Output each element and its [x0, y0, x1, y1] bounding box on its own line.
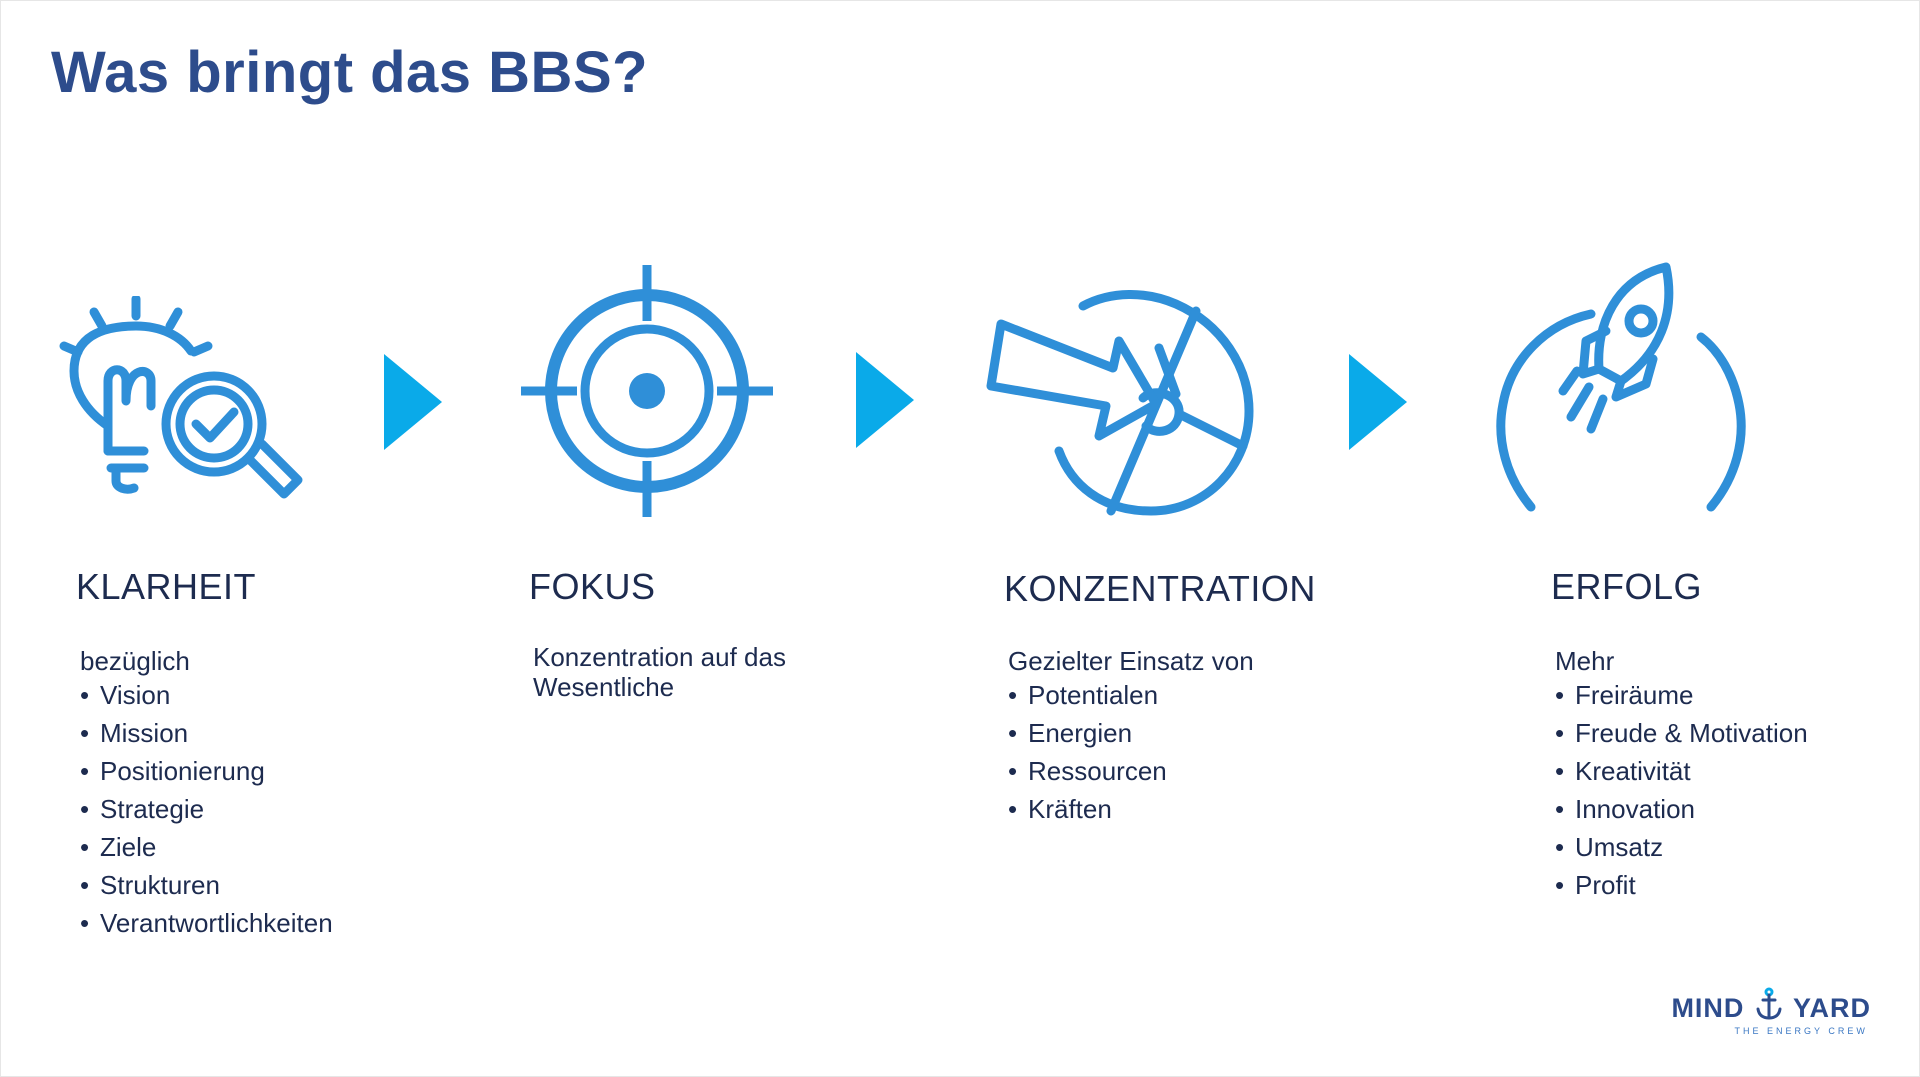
column-intro: Gezielter Einsatz von [1008, 646, 1254, 676]
step-arrow-1 [384, 354, 442, 450]
bullet: • [1555, 756, 1565, 786]
list-item: •Mission [80, 714, 333, 752]
mind-yard-logo: MIND YARD THE ENERGY CREW [1671, 987, 1871, 1036]
list-item: •Strukturen [80, 866, 333, 904]
column-list: •Freiräume •Freude & Motivation •Kreativ… [1551, 676, 1808, 904]
bullet: • [1555, 870, 1565, 900]
logo-right-word: YARD [1792, 993, 1871, 1023]
list-item: •Ziele [80, 828, 333, 866]
column-list: •Potentialen •Energien •Ressourcen •Kräf… [1004, 676, 1316, 828]
list-item: •Energien [1008, 714, 1316, 752]
lightbulb-magnifier-check-icon [59, 296, 303, 499]
list-item: •Strategie [80, 790, 333, 828]
bullet: • [80, 756, 90, 786]
bullet: • [80, 832, 90, 862]
intro-line: Wesentliche [533, 672, 675, 702]
column-klarheit: KLARHEIT bezüglich •Vision •Mission •Pos… [76, 566, 333, 942]
column-heading: KONZENTRATION [1004, 568, 1316, 609]
bullet: • [80, 794, 90, 824]
column-konzentration: KONZENTRATION Gezielter Einsatz von •Pot… [1004, 568, 1316, 828]
logo-wordmark: MIND YARD [1671, 987, 1871, 1024]
column-fokus: FOKUS Konzentration auf das Wesentliche [529, 566, 786, 702]
bullet: • [1555, 832, 1565, 862]
step-arrow-3 [1349, 354, 1407, 450]
list-item: •Positionierung [80, 752, 333, 790]
bullet: • [80, 870, 90, 900]
column-heading: KLARHEIT [76, 566, 257, 607]
list-item: •Umsatz [1555, 828, 1808, 866]
list-item: •Freiräume [1555, 676, 1808, 714]
column-intro: bezüglich [80, 646, 190, 676]
bullet: • [1555, 680, 1565, 710]
intro-line: Konzentration auf das [533, 642, 786, 672]
logo-tagline: THE ENERGY CREW [1734, 1026, 1868, 1036]
list-item: •Innovation [1555, 790, 1808, 828]
list-item: •Verantwortlichkeiten [80, 904, 333, 942]
column-list: •Vision •Mission •Positionierung •Strate… [76, 676, 333, 942]
list-item: •Potentialen [1008, 676, 1316, 714]
list-item: •Vision [80, 676, 333, 714]
column-heading: ERFOLG [1551, 566, 1703, 607]
bullet: • [80, 680, 90, 710]
bullet: • [1008, 756, 1018, 786]
column-intro: Mehr [1555, 646, 1615, 676]
list-item: •Kräften [1008, 790, 1316, 828]
logo-left-word: MIND [1671, 993, 1745, 1023]
bullet: • [1555, 718, 1565, 748]
list-item: •Profit [1555, 866, 1808, 904]
bullet: • [1008, 794, 1018, 824]
column-intro: Konzentration auf das Wesentliche [533, 642, 786, 702]
list-item: •Freude & Motivation [1555, 714, 1808, 752]
arrow-into-target-icon [986, 290, 1254, 516]
bullet: • [1008, 718, 1018, 748]
bullet: • [1555, 794, 1565, 824]
list-item: •Kreativität [1555, 752, 1808, 790]
column-erfolg: ERFOLG Mehr •Freiräume •Freude & Motivat… [1551, 566, 1808, 904]
column-heading: FOKUS [529, 566, 656, 607]
anchor-icon [1756, 987, 1782, 1020]
list-item: •Ressourcen [1008, 752, 1316, 790]
bullet: • [1008, 680, 1018, 710]
bullet: • [80, 718, 90, 748]
step-arrow-2 [856, 352, 914, 448]
bullet: • [80, 908, 90, 938]
slide-title: Was bringt das BBS? [51, 40, 649, 105]
rocket-launch-icon [1496, 262, 1746, 512]
crosshair-target-icon [521, 265, 773, 517]
